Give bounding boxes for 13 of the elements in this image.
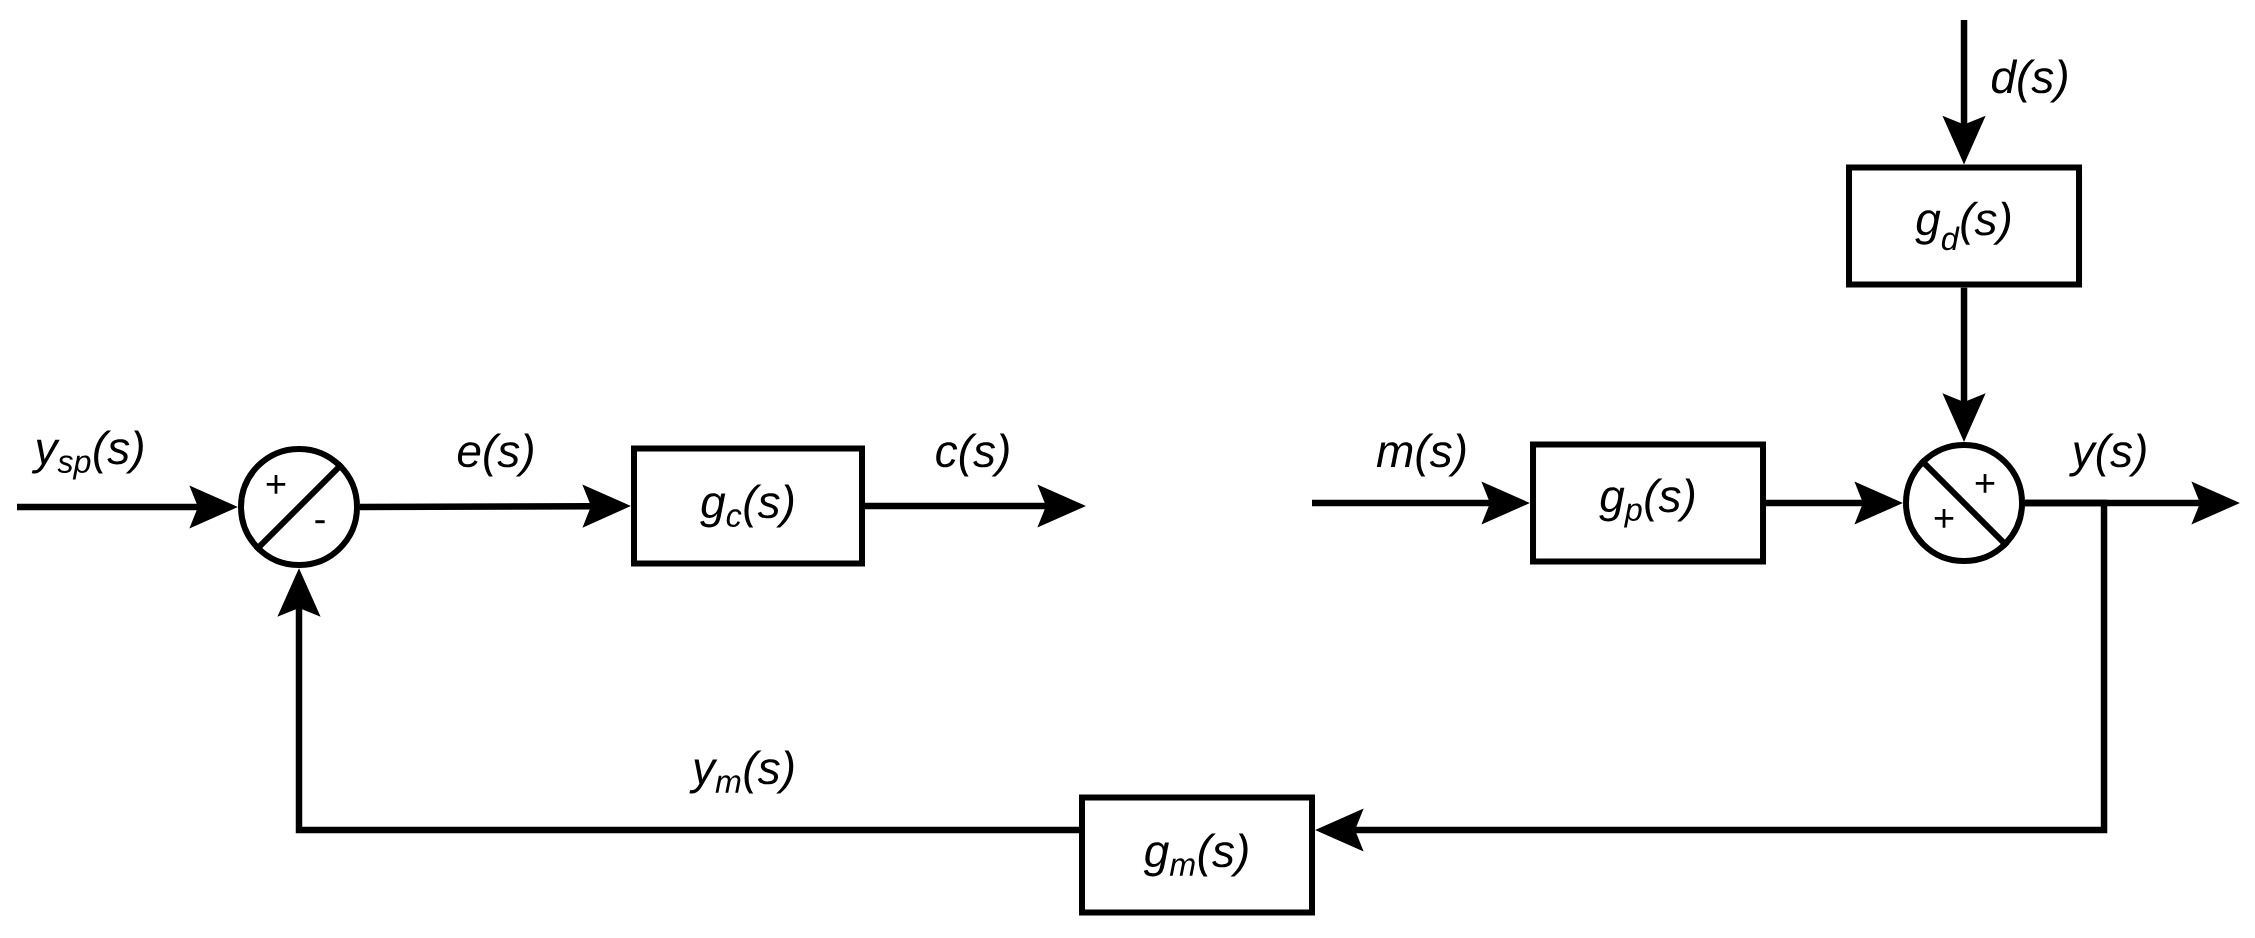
transfer-function-box: g$_{m}$(s) xyxy=(1079,794,1315,916)
transfer-function-box: g$_{d}$(s) xyxy=(1846,164,2083,288)
summing-junction: + + xyxy=(1903,442,2026,564)
signal-label: d(s) xyxy=(1987,56,2073,106)
summing-junction: + - xyxy=(238,446,360,568)
signal-label: y$_{sp}$(s) xyxy=(31,427,149,483)
signal-label: y(s) xyxy=(2068,430,2152,480)
signal-label: y$_{m}$(s) xyxy=(689,747,799,797)
transfer-function-box: g$_{p}$(s) xyxy=(1530,441,1767,565)
signal-label: m(s) xyxy=(1373,430,1471,480)
signal-label: c(s) xyxy=(931,430,1015,480)
transfer-function-box: g$_{c}$(s) xyxy=(631,445,865,567)
signal-label: e(s) xyxy=(453,430,539,480)
